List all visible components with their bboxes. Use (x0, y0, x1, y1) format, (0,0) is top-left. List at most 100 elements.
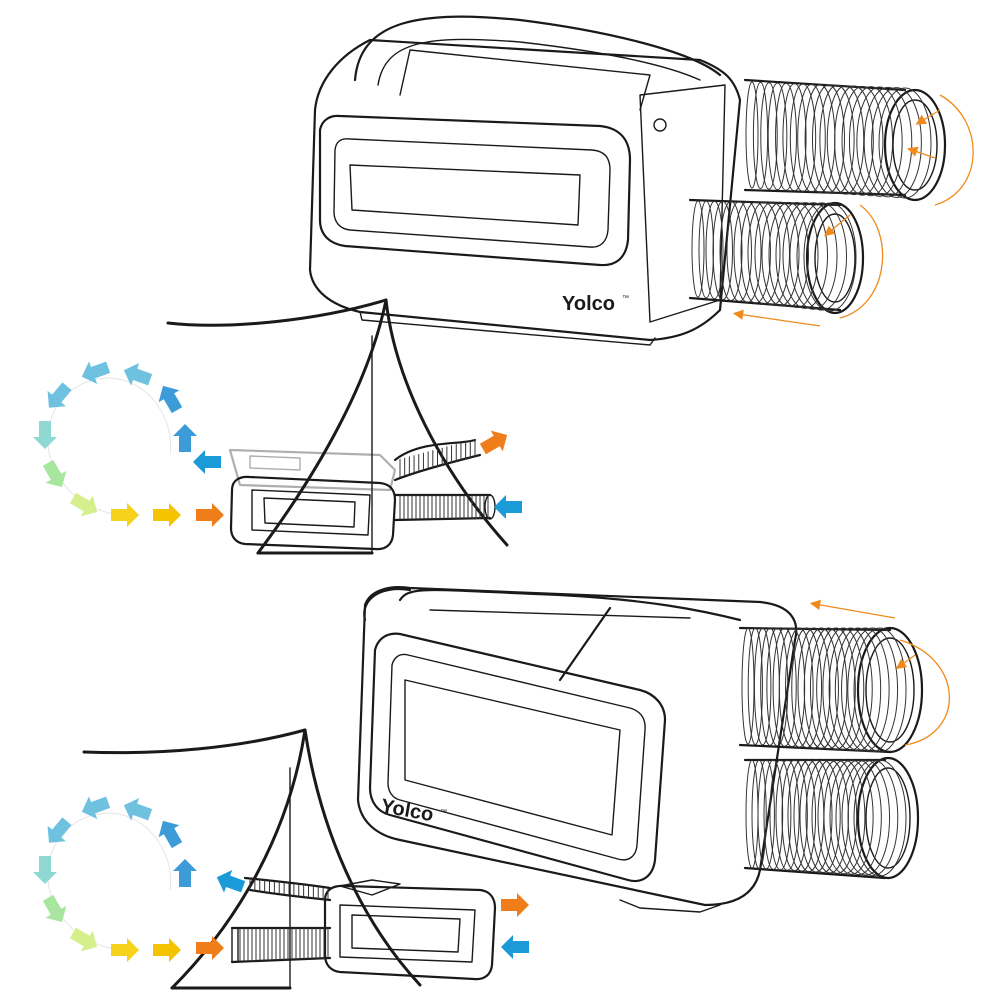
hose-ring (767, 82, 788, 191)
hose-ring (841, 759, 891, 876)
hose-ring (760, 82, 778, 190)
airflow-arrow (153, 503, 181, 527)
airflow-arrow (173, 859, 197, 887)
hose-ring (785, 627, 814, 748)
hose-ring (796, 202, 847, 311)
top-brand-name: Yolco (562, 293, 615, 315)
airflow-loop-guide (47, 377, 172, 517)
bottom-air-conditioner-unit (356, 586, 798, 913)
hose-ring (791, 627, 823, 749)
hose-ring (817, 759, 858, 874)
airflow-arrow (158, 820, 183, 849)
hose-ring (853, 759, 907, 877)
hose-ring (834, 85, 874, 196)
hose-ring (799, 759, 833, 873)
airflow-loop-guide (47, 812, 172, 952)
hose-ring (797, 627, 831, 749)
top-exhaust-hose (743, 78, 947, 202)
hose-ring (856, 86, 903, 197)
hose-ring (789, 83, 817, 192)
hose-ring (705, 200, 724, 300)
hose-ring (805, 759, 841, 873)
airflow-arrow (47, 382, 72, 408)
hose-ring (787, 759, 817, 872)
exhaust-arrow (501, 893, 529, 917)
hose-ring (823, 759, 866, 875)
airflow-arrow (173, 424, 197, 452)
hose-ring (863, 86, 913, 198)
hose-ring (719, 201, 743, 301)
airflow-arrow (153, 938, 181, 962)
hose-ring (712, 200, 733, 301)
hose-ring (775, 82, 797, 191)
hose-ring (816, 627, 856, 750)
outlet-arrow (196, 503, 224, 527)
bottom-flow-indicators (809, 599, 950, 746)
hose-ring (772, 627, 797, 747)
hose-ring (847, 627, 899, 753)
hose-ring (803, 627, 839, 749)
bottom-tent-scene (82, 728, 422, 990)
hose-ring (775, 202, 819, 308)
top-air-conditioner-unit (308, 15, 742, 346)
hose-ring (733, 201, 762, 303)
hose-ring (822, 627, 865, 751)
bottom-brand-trademark: ™ (440, 809, 447, 816)
hose-ring (871, 87, 922, 198)
hose-ring (835, 759, 882, 876)
hose-ring (781, 759, 808, 872)
hose-ring (768, 201, 809, 308)
hose-ring (878, 87, 932, 199)
hose-ring (753, 627, 772, 746)
hose-ring (819, 84, 855, 195)
hose-ring (848, 86, 894, 197)
top-brand-trademark: ™ (622, 295, 629, 302)
inlet-arrow (193, 450, 221, 474)
hose-ring (782, 202, 828, 309)
hose-ring (829, 759, 874, 875)
hose-ring (847, 759, 899, 877)
airflow-arrow (69, 492, 98, 517)
exhaust-arrow (479, 430, 508, 455)
airflow-arrow (81, 361, 111, 384)
airflow-arrow (123, 363, 153, 386)
hose-ring (797, 83, 826, 193)
hose-ring (761, 201, 800, 307)
outlet-arrow (196, 936, 224, 960)
top-airflow-arrow-loop (33, 361, 197, 527)
hose-ring (809, 627, 848, 750)
hose-ring (757, 759, 775, 870)
hose-ring (769, 759, 792, 871)
airflow-arrow (42, 459, 67, 488)
airflow-arrow (33, 421, 57, 449)
top-side-arrows (193, 430, 522, 527)
airflow-arrow (33, 856, 57, 884)
airflow-arrow (111, 938, 139, 962)
hose-ring (763, 759, 784, 870)
inlet-arrow (216, 870, 246, 893)
hose-ring (793, 759, 825, 873)
hose-ring (745, 81, 759, 189)
bottom-small-unit (230, 876, 497, 981)
hose-ring (747, 201, 781, 305)
hose-ring (812, 84, 845, 194)
top-flow-indicators (732, 94, 974, 327)
hose-ring (841, 627, 890, 752)
hose-ring (853, 627, 907, 753)
hose-ring (841, 85, 884, 196)
airflow-arrow (111, 503, 139, 527)
hose-ring (766, 627, 789, 747)
hose-ring (752, 81, 769, 190)
hose-ring (751, 759, 767, 869)
hose-ring (803, 202, 857, 312)
airflow-arrow (42, 894, 67, 923)
bottom-brand-name: Yolco (379, 795, 435, 826)
bottom-airflow-arrow-loop (33, 796, 197, 962)
airflow-arrow (123, 798, 153, 821)
hose-ring (775, 759, 800, 871)
hose-ring (782, 83, 807, 192)
intake-arrow (501, 935, 529, 959)
airflow-arrow (158, 385, 183, 414)
airflow-arrow (47, 817, 72, 843)
